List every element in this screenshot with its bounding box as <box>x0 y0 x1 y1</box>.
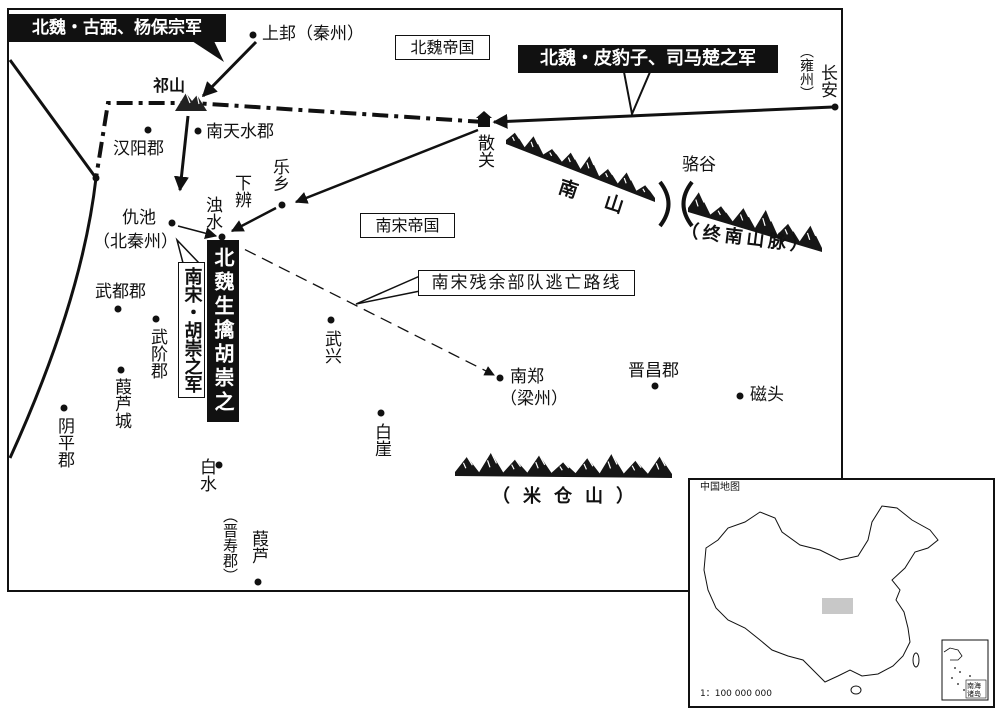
place-nanzheng: 南郑 <box>510 367 544 387</box>
dot-jialucheng <box>117 366 125 374</box>
place-qishan: 祁山 <box>153 76 186 95</box>
hainan-island <box>850 685 862 695</box>
dot-baishui <box>215 461 223 469</box>
zhongnan-range-west-snow <box>511 132 651 193</box>
inset-title: 中国地图 <box>700 482 740 493</box>
china-outline <box>703 505 939 683</box>
inset-china-map: 中国地图 1：100 000 000 南海诸岛 <box>688 478 995 708</box>
dot-wuxing <box>327 316 335 324</box>
callout-tail-route <box>355 274 421 305</box>
dot-shanggui <box>249 31 257 39</box>
sanguan-gate-icon <box>476 111 492 127</box>
place-liangzhou: （梁州） <box>500 389 568 409</box>
dot-jinchang <box>651 382 659 390</box>
taiwan-island <box>912 652 920 668</box>
callout-tail-south-army <box>175 237 201 264</box>
micang-range <box>455 452 672 478</box>
state-label-south: 南宋帝国 <box>360 213 455 238</box>
frontier-dash-dot-line <box>94 101 485 179</box>
dot-citou <box>736 392 744 400</box>
place-wudu: 武都郡 <box>95 282 146 302</box>
place-sanguan: 散关 <box>474 134 494 168</box>
escape-route-dashed-line <box>227 240 495 376</box>
arrow-qishan-south <box>173 115 190 192</box>
place-xiabian: 下辨 <box>231 174 251 208</box>
place-baiya: 白崖 <box>371 423 391 457</box>
dot-yinping <box>60 404 68 412</box>
army-label-north-west: 北魏・古弼、杨保宗军 <box>8 14 226 42</box>
dot-zhuoshui <box>218 233 226 241</box>
place-yongzhou: （雍州） <box>798 44 814 100</box>
inset-map-graphic <box>703 505 989 701</box>
luogu-pass-mark-left <box>658 180 671 228</box>
dot-wujie <box>152 315 160 323</box>
place-baishui: 白水 <box>196 458 216 492</box>
place-lexiang: 乐乡 <box>269 158 289 192</box>
place-jinchang: 晋昌郡 <box>628 361 679 381</box>
arrow-shanggui-to-qishan <box>201 40 258 98</box>
arrow-qiuchi-to-zhuoshui <box>177 225 218 240</box>
place-citou: 磁头 <box>750 385 784 405</box>
place-jialucheng: 葭芦城 <box>111 378 131 429</box>
state-label-north: 北魏帝国 <box>395 35 490 60</box>
place-wujie: 武阶郡 <box>147 328 167 379</box>
zhongnan-range-east-snow <box>695 191 817 240</box>
qishan-mountain-icon <box>175 92 207 111</box>
arrow-sanguan-to-lexiang <box>294 128 479 204</box>
highlight-region <box>822 598 853 614</box>
border-line <box>8 59 98 459</box>
dot-changan <box>831 103 839 111</box>
south-sea-label-frame <box>965 679 987 699</box>
place-changan: 长安 <box>817 64 837 98</box>
south-sea-coast <box>943 647 963 661</box>
place-beiqinzhou: （北秦州） <box>93 232 178 252</box>
zhongnan-range-west <box>506 132 655 202</box>
dot-baiya <box>377 409 385 417</box>
place-zhuoshui: 浊水 <box>202 196 222 230</box>
south-sea-label: 南海诸岛 <box>967 682 981 698</box>
place-qiuchi: 仇池 <box>122 208 156 228</box>
dot-nantianshui <box>194 127 202 135</box>
place-luogu: 骆谷 <box>682 155 716 175</box>
south-sea-islands <box>951 667 971 691</box>
dot-nanzheng <box>496 374 504 382</box>
dot-jialu <box>254 578 262 586</box>
capture-event-label: 北魏生擒胡崇之 <box>207 240 239 422</box>
place-shanggui: 上邽（秦州） <box>262 24 364 44</box>
mountain-label-micang: （米仓山） <box>492 486 647 507</box>
dot-qiuchi <box>168 219 176 227</box>
luogu-pass-mark-right <box>681 180 694 228</box>
callout-tail-north-west <box>192 41 224 62</box>
army-label-north-east: 北魏・皮豹子、司马楚之军 <box>518 45 778 73</box>
place-hanyang: 汉阳郡 <box>113 139 164 159</box>
arrow-lexiang-to-zhuoshui <box>230 206 277 233</box>
place-yinping: 阴平郡 <box>54 417 74 468</box>
dot-hanyang <box>144 126 152 134</box>
place-jinshou: （晋寿郡） <box>221 508 239 583</box>
inset-scale: 1：100 000 000 <box>700 689 772 699</box>
arrow-changan-to-sanguan <box>492 105 834 129</box>
dot-wudu <box>114 305 122 313</box>
army-label-south: 南宋・胡崇之军 <box>178 262 205 398</box>
escape-route-label: 南宋残余部队逃亡路线 <box>418 270 635 296</box>
callout-tail-north-east <box>622 71 652 118</box>
place-nantianshui: 南天水郡 <box>206 122 274 142</box>
dot-lexiang <box>278 201 286 209</box>
micang-range-snow <box>462 452 666 471</box>
place-wuxing: 武兴 <box>321 330 341 364</box>
place-jialu: 葭芦 <box>248 530 268 564</box>
